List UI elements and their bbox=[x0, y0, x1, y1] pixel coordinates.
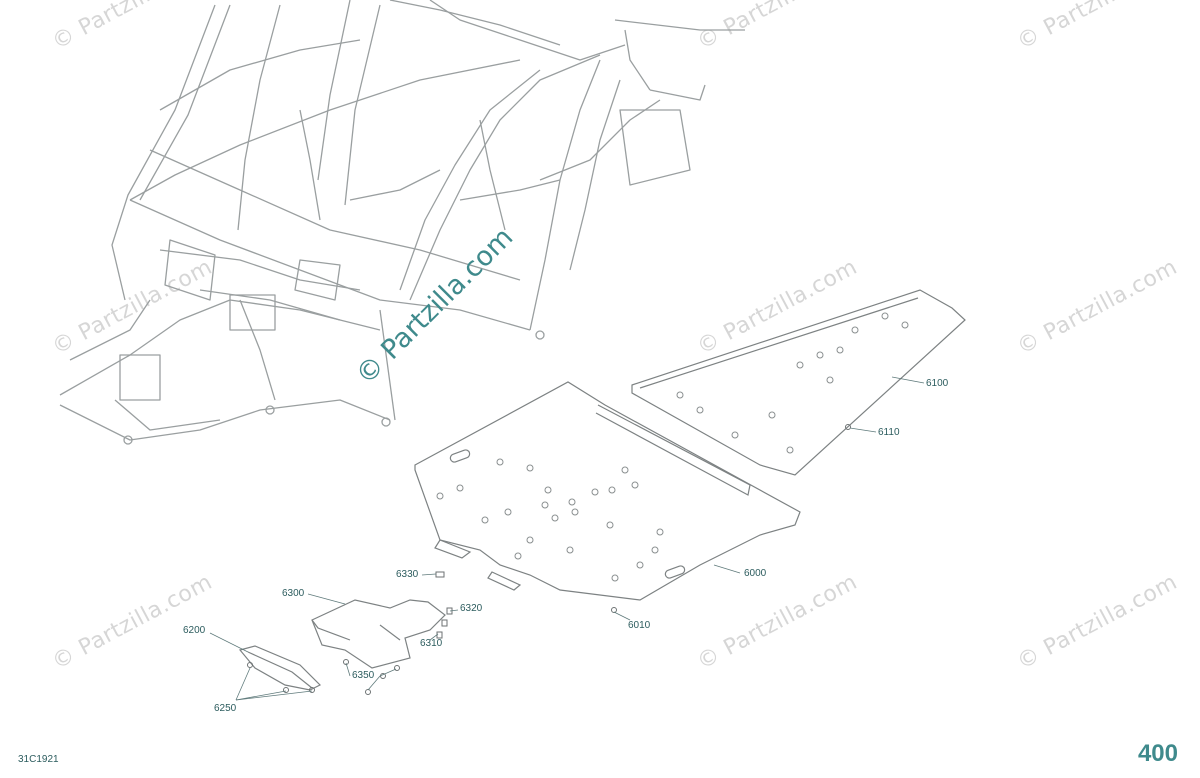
skid-plate-6200 bbox=[238, 645, 322, 691]
leader-lines bbox=[209, 376, 925, 701]
page-number: 400 bbox=[1137, 740, 1178, 767]
skid-plate-6300 bbox=[311, 599, 446, 669]
mounting-holes bbox=[436, 312, 909, 582]
callout-6330: 6330 bbox=[396, 569, 419, 580]
callout-6320: 6320 bbox=[460, 603, 483, 614]
skid-plate-6100 bbox=[631, 289, 966, 476]
skid-plate-6000 bbox=[414, 381, 801, 601]
vehicle-frame bbox=[59, 0, 745, 445]
callout-6100: 6100 bbox=[926, 378, 949, 389]
callout-6110: 6110 bbox=[878, 427, 900, 438]
hardware bbox=[247, 424, 851, 695]
callout-6350: 6350 bbox=[352, 670, 375, 681]
callout-6010: 6010 bbox=[628, 620, 651, 631]
callout-6000: 6000 bbox=[744, 568, 767, 579]
callout-6250: 6250 bbox=[214, 703, 237, 714]
callout-6300: 6300 bbox=[282, 588, 305, 599]
callout-6200: 6200 bbox=[183, 625, 206, 636]
callout-6310: 6310 bbox=[420, 638, 443, 649]
diagram-code: 31C1921 bbox=[18, 754, 59, 765]
